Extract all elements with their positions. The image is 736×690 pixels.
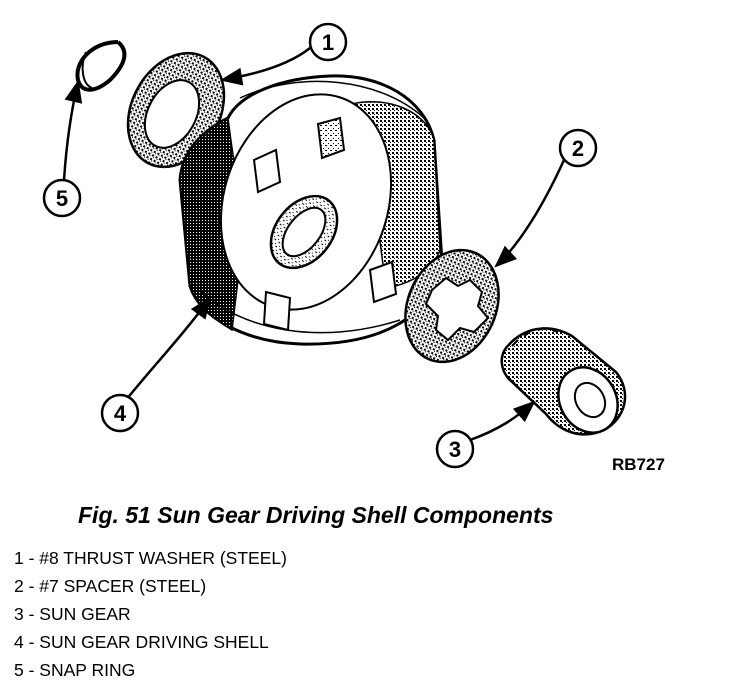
- legend-item: 5 - SNAP RING: [14, 660, 136, 680]
- callout-3-label: 3: [449, 437, 461, 462]
- callout-1: 1: [308, 22, 348, 62]
- leader-lines: [62, 47, 566, 442]
- callout-2: 2: [558, 128, 598, 168]
- legend-item: 1 - #8 THRUST WASHER (STEEL): [14, 548, 287, 568]
- sun-gear: [500, 327, 627, 436]
- parts-legend: 1 - #8 THRUST WASHER (STEEL) 2 - #7 SPAC…: [14, 544, 287, 684]
- callout-1-label: 1: [322, 30, 334, 55]
- legend-item: 2 - #7 SPACER (STEEL): [14, 576, 207, 596]
- callout-3: 3: [435, 429, 475, 469]
- callout-2-label: 2: [572, 136, 584, 161]
- thrust-washer: [126, 51, 226, 169]
- legend-item: 4 - SUN GEAR DRIVING SHELL: [14, 632, 269, 652]
- figure-ref-code: RB727: [612, 455, 665, 474]
- legend-item: 3 - SUN GEAR: [14, 604, 131, 624]
- spacer: [404, 248, 500, 364]
- snap-ring: [75, 40, 127, 92]
- callout-4: 4: [100, 393, 140, 433]
- exploded-parts-diagram: 1 2 3 4 5 RB727: [42, 22, 665, 474]
- figure-caption: Fig. 51 Sun Gear Driving Shell Component…: [78, 502, 554, 528]
- callout-5-label: 5: [56, 186, 68, 211]
- sun-gear-driving-shell: [178, 74, 444, 346]
- callout-5: 5: [42, 178, 82, 218]
- callout-4-label: 4: [114, 401, 127, 426]
